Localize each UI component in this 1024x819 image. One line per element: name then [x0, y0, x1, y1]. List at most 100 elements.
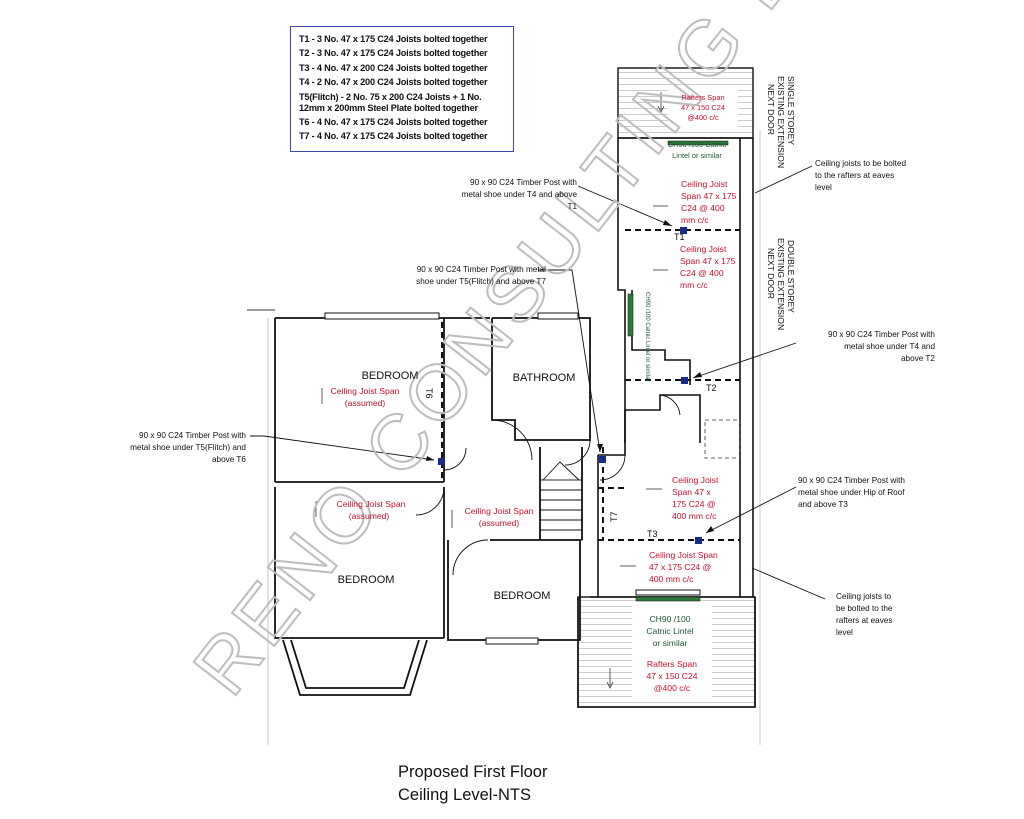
- beam-schedule-legend: T1 - 3 No. 47 x 175 C24 Joists bolted to…: [290, 26, 514, 152]
- svg-text:@400 c/c: @400 c/c: [687, 113, 719, 122]
- svg-text:or similar: or similar: [653, 638, 688, 648]
- drawing-title-line1: Proposed First Floor: [398, 763, 548, 781]
- door-swings: [415, 394, 681, 576]
- svg-text:90 x 90 C24 Timber Post with: 90 x 90 C24 Timber Post with: [828, 330, 935, 339]
- note-post-t4-t2: 90 x 90 C24 Timber Post with metal shoe …: [828, 330, 935, 363]
- timber-posts: [438, 227, 702, 544]
- rafters-bottom-label: Rafters Span 47 x 150 C24 @400 c/c: [646, 659, 697, 693]
- lintel-marker: [667, 140, 729, 146]
- leader-lines: [250, 165, 826, 600]
- svg-text:47 x 175 C24 @: 47 x 175 C24 @: [649, 562, 711, 572]
- svg-text:400 mm c/c: 400 mm c/c: [649, 574, 694, 584]
- svg-text:metal shoe under T4 and: metal shoe under T4 and: [844, 342, 935, 351]
- svg-text:CH90 /100 Catnic: CH90 /100 Catnic: [668, 140, 727, 149]
- span-landing: Ceiling Joist Span (assumed): [465, 506, 534, 528]
- note-eaves-bottom: Ceiling joists to be bolted to the rafte…: [836, 592, 893, 637]
- svg-text:Rafters Span: Rafters Span: [647, 659, 697, 669]
- svg-text:NEXT DOOR: NEXT DOOR: [766, 248, 776, 299]
- legend-item-t1: T1 - 3 No. 47 x 175 C24 Joists bolted to…: [299, 34, 488, 44]
- lintel-marker: [635, 596, 701, 602]
- svg-text:T3: T3: [647, 529, 658, 539]
- svg-text:NEXT DOOR: NEXT DOOR: [766, 84, 776, 135]
- svg-text:T1: T1: [567, 202, 577, 211]
- svg-text:Ceiling Joist Span: Ceiling Joist Span: [337, 499, 406, 509]
- drawing-title-line2: Ceiling Level-NTS: [398, 786, 531, 804]
- legend-item-t7: T7 - 4 No. 47 x 175 C24 Joists bolted to…: [299, 131, 488, 142]
- side-label-double-storey: DOUBLE STOREY EXISTING EXTENSION NEXT DO…: [766, 238, 796, 330]
- svg-text:mm c/c: mm c/c: [680, 280, 708, 290]
- svg-text:level: level: [836, 628, 853, 637]
- svg-text:Span 47 x 175: Span 47 x 175: [680, 256, 736, 266]
- staircase: [539, 461, 583, 541]
- svg-text:mm c/c: mm c/c: [681, 215, 709, 225]
- svg-text:shoe under T5(Flitch) and abov: shoe under T5(Flitch) and above T7: [416, 277, 546, 286]
- svg-text:T2: T2: [706, 383, 717, 393]
- svg-text:(assumed): (assumed): [345, 398, 386, 408]
- svg-text:Span 47 x: Span 47 x: [672, 487, 711, 497]
- note-post-t4-t1: 90 x 90 C24 Timber Post with metal shoe …: [462, 178, 578, 211]
- room-label-bedroom-top: BEDROOM: [362, 370, 419, 382]
- svg-text:400 mm c/c: 400 mm c/c: [672, 511, 717, 521]
- svg-text:above T2: above T2: [901, 354, 935, 363]
- svg-text:Span 47 x 175: Span 47 x 175: [681, 191, 737, 201]
- svg-text:Ceiling Joist Span: Ceiling Joist Span: [649, 550, 718, 560]
- svg-text:47 x 150 C24: 47 x 150 C24: [681, 103, 725, 112]
- legend-item-t2: T2 - 3 No. 47 x 175 C24 Joists bolted to…: [299, 48, 488, 59]
- span-ext-top: Ceiling Joist Span 47 x 175 C24 @ 400 mm…: [681, 179, 737, 225]
- svg-text:90 x 90 C24 Timber Post with: 90 x 90 C24 Timber Post with metal: [417, 265, 546, 274]
- svg-text:and above T3: and above T3: [798, 500, 848, 509]
- windows: [324, 312, 701, 645]
- note-eaves-top: Ceiling joists to be bolted to the rafte…: [815, 159, 906, 192]
- drawing-title: Proposed First Floor Ceiling Level-NTS: [398, 761, 547, 807]
- svg-text:EXISTING EXTENSION: EXISTING EXTENSION: [776, 76, 786, 168]
- lintel-bottom-label: CH90 /100 Catnic Lintel or similar: [646, 614, 693, 648]
- roof-top-hatched: [617, 67, 754, 139]
- svg-text:be bolted to the: be bolted to the: [836, 604, 893, 613]
- svg-text:Ceiling joists to: Ceiling joists to: [836, 592, 892, 601]
- svg-text:Ceiling Joist: Ceiling Joist: [681, 179, 728, 189]
- svg-text:47 x 150 C24: 47 x 150 C24: [646, 671, 697, 681]
- svg-text:Ceiling joists to be bolted: Ceiling joists to be bolted: [815, 159, 906, 168]
- svg-text:T7: T7: [609, 511, 619, 522]
- svg-text:metal shoe under Hip of Roof: metal shoe under Hip of Roof: [798, 488, 905, 497]
- side-label-single-storey: SINGLE STOREY EXISTING EXTENSION NEXT DO…: [766, 76, 796, 168]
- svg-text:DOUBLE STOREY: DOUBLE STOREY: [786, 240, 796, 313]
- lintel-marker: [627, 293, 634, 337]
- svg-text:metal shoe under T4 and above: metal shoe under T4 and above: [462, 190, 578, 199]
- svg-text:Lintel or similar: Lintel or similar: [672, 151, 722, 160]
- span-bedroom-top: Ceiling Joist Span (assumed): [331, 386, 400, 408]
- legend-item-t5: T5(Flitch) - 2 No. 75 x 200 C24 Joists +…: [299, 91, 482, 113]
- svg-text:T1: T1: [674, 232, 685, 242]
- svg-text:C24 @ 400: C24 @ 400: [680, 268, 724, 278]
- svg-text:SINGLE STOREY: SINGLE STOREY: [786, 76, 796, 145]
- span-bedroom-left: Ceiling Joist Span (assumed): [337, 499, 406, 521]
- svg-text:(assumed): (assumed): [479, 518, 520, 528]
- span-ext-low: Ceiling Joist Span 47 x 175 C24 @ 400 mm…: [672, 475, 719, 521]
- note-post-t5-t6: 90 x 90 C24 Timber Post with metal shoe …: [130, 431, 246, 464]
- svg-text:Catnic Lintel: Catnic Lintel: [646, 626, 693, 636]
- svg-text:Rafters Span: Rafters Span: [681, 93, 724, 102]
- svg-text:@400 c/c: @400 c/c: [654, 683, 691, 693]
- svg-text:to the rafters at eaves: to the rafters at eaves: [815, 171, 894, 180]
- legend-item-t6: T6 - 4 No. 47 x 175 C24 Joists bolted to…: [299, 116, 488, 127]
- svg-text:90 x 90 C24 Timber Post with: 90 x 90 C24 Timber Post with: [798, 476, 905, 485]
- note-post-hip-t3: 90 x 90 C24 Timber Post with metal shoe …: [798, 476, 905, 509]
- lintel-top-label: CH90 /100 Catnic Lintel or similar: [668, 140, 727, 160]
- svg-text:CH90 /100: CH90 /100: [649, 614, 690, 624]
- svg-text:T6: T6: [424, 388, 434, 399]
- rafters-top-label: Rafters Span 47 x 150 C24 @400 c/c: [681, 93, 725, 122]
- svg-text:90 x 90 C24 Timber Post with: 90 x 90 C24 Timber Post with: [470, 178, 577, 187]
- svg-text:Ceiling Joist: Ceiling Joist: [680, 244, 727, 254]
- svg-text:175 C24 @: 175 C24 @: [672, 499, 716, 509]
- legend-item-t4: T4 - 2 No. 47 x 200 C24 Joists bolted to…: [299, 77, 488, 88]
- svg-text:metal shoe under T5(Flitch) an: metal shoe under T5(Flitch) and: [130, 443, 246, 452]
- svg-text:above T6: above T6: [212, 455, 246, 464]
- room-label-bathroom: BATHROOM: [513, 372, 576, 384]
- room-label-bedroom-left: BEDROOM: [338, 574, 395, 586]
- room-label-bedroom-mid: BEDROOM: [494, 590, 551, 602]
- span-arrows: [315, 205, 668, 567]
- svg-text:rafters at eaves: rafters at eaves: [836, 616, 892, 625]
- lintel-side-label: CH90 /100 Catnic Lintel or similar: [644, 292, 650, 381]
- roof-bottom-hatched: [577, 596, 756, 708]
